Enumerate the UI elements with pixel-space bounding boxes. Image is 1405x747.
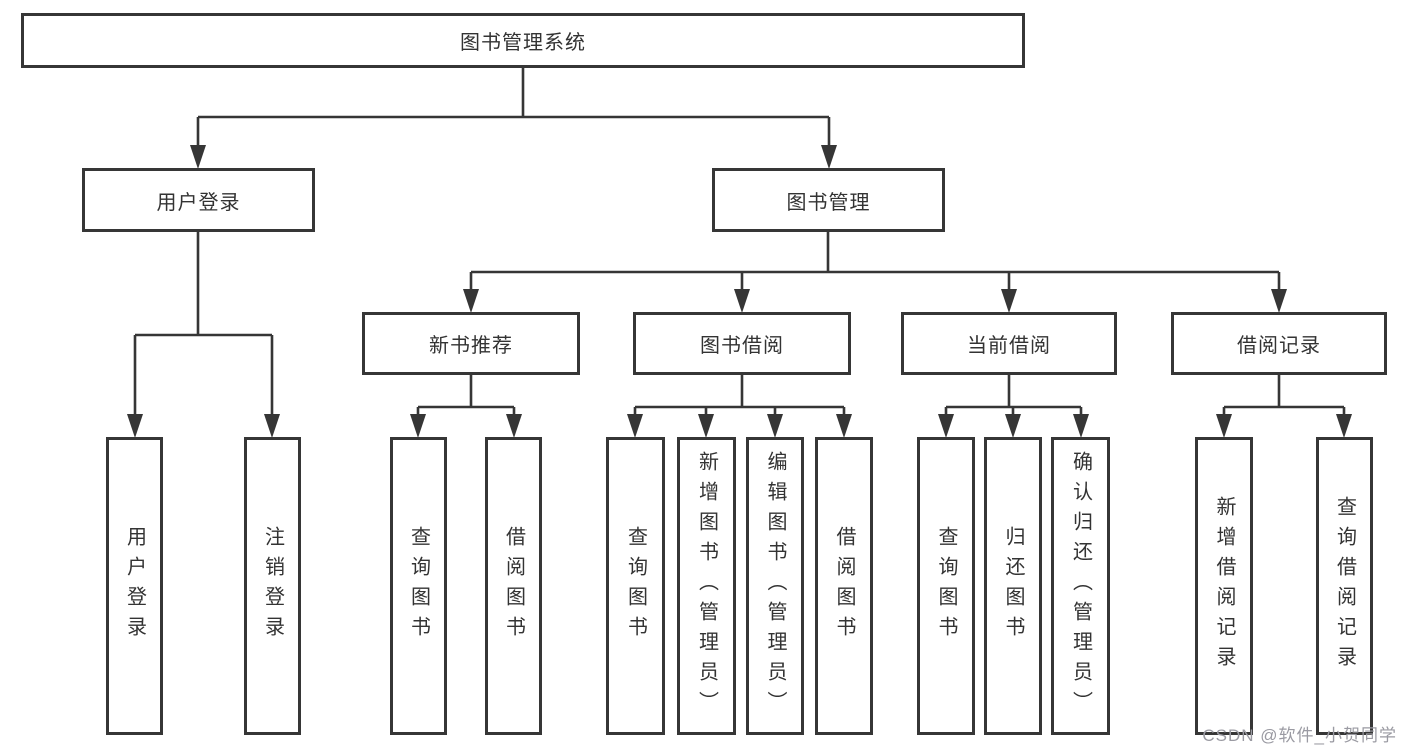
arrow-down-icon — [264, 414, 280, 438]
leaf-add-books-admin: 新增图书（管理员） — [677, 437, 736, 735]
connector-borrow-records-to-leaves — [1216, 375, 1352, 438]
connector-line — [196, 68, 831, 147]
leaf-logout: 注销登录 — [244, 437, 301, 735]
connector-root-to-level2 — [190, 68, 837, 169]
connector-current-borrow-to-leaves — [938, 375, 1089, 438]
watermark: CSDN @软件_小贺同学 — [1202, 726, 1397, 745]
arrow-down-icon — [1001, 289, 1017, 313]
leaf-label: 用户登录 — [123, 526, 146, 646]
leaf-label: 新增图书（管理员） — [695, 451, 718, 721]
connector-book-management-to-level3 — [463, 232, 1287, 313]
leaf-label: 注销登录 — [261, 526, 284, 646]
arrow-down-icon — [127, 414, 143, 438]
leaf-edit-books-admin: 编辑图书（管理员） — [746, 437, 804, 735]
leaf-label: 查询图书 — [624, 526, 647, 646]
leaf-label: 借阅图书 — [502, 526, 525, 646]
node-library-system-root: 图书管理系统 — [21, 13, 1025, 68]
node-label: 图书管理系统 — [460, 32, 586, 54]
arrow-down-icon — [734, 289, 750, 313]
leaf-recommend-query-books: 查询图书 — [390, 437, 447, 735]
arrow-down-icon — [410, 414, 426, 438]
arrow-down-icon — [1336, 414, 1352, 438]
connector-line — [1222, 375, 1346, 416]
leaf-label: 归还图书 — [1002, 526, 1024, 646]
node-book-borrow: 图书借阅 — [633, 312, 851, 375]
leaf-label: 确认归还（管理员） — [1069, 451, 1092, 721]
arrow-down-icon — [1005, 414, 1021, 438]
arrow-down-icon — [767, 414, 783, 438]
node-label: 图书管理 — [786, 191, 871, 214]
arrow-down-icon — [463, 289, 479, 313]
arrow-down-icon — [627, 414, 643, 438]
leaf-label: 新增借阅记录 — [1213, 496, 1235, 676]
arrow-down-icon — [1271, 289, 1287, 313]
leaf-query-borrow-record: 查询借阅记录 — [1316, 437, 1373, 735]
node-book-management: 图书管理 — [712, 168, 945, 232]
node-borrow-records: 借阅记录 — [1171, 312, 1387, 375]
connector-book-borrow-to-leaves — [627, 375, 852, 438]
connector-line — [469, 232, 1281, 291]
leaf-borrow-borrow-books: 借阅图书 — [815, 437, 873, 735]
node-label: 新书推荐 — [429, 335, 513, 357]
leaf-label: 查询借阅记录 — [1333, 496, 1356, 676]
arrow-down-icon — [821, 145, 837, 169]
leaf-borrow-query-books: 查询图书 — [606, 437, 665, 735]
connector-line — [944, 375, 1083, 416]
node-label: 借阅记录 — [1237, 335, 1321, 357]
leaf-recommend-borrow-books: 借阅图书 — [485, 437, 542, 735]
connector-line — [133, 232, 274, 416]
node-label: 当前借阅 — [967, 335, 1051, 357]
node-label: 图书借阅 — [700, 335, 784, 357]
leaf-user-login: 用户登录 — [106, 437, 163, 735]
connector-new-book-recommend-to-leaves — [410, 375, 522, 438]
connector-line — [633, 375, 846, 416]
leaf-label: 借阅图书 — [833, 526, 855, 646]
connector-line — [416, 375, 516, 416]
leaf-add-borrow-record: 新增借阅记录 — [1195, 437, 1253, 735]
leaf-label: 查询图书 — [935, 526, 957, 646]
connector-user-login-to-leaves — [127, 232, 280, 438]
arrow-down-icon — [1073, 414, 1089, 438]
node-new-book-recommend: 新书推荐 — [362, 312, 580, 375]
node-current-borrow: 当前借阅 — [901, 312, 1117, 375]
leaf-return-books: 归还图书 — [984, 437, 1042, 735]
leaf-label: 编辑图书（管理员） — [764, 451, 786, 721]
leaf-label: 查询图书 — [407, 526, 430, 646]
arrow-down-icon — [190, 145, 206, 169]
arrow-down-icon — [836, 414, 852, 438]
node-user-login: 用户登录 — [82, 168, 315, 232]
arrow-down-icon — [1216, 414, 1232, 438]
arrow-down-icon — [938, 414, 954, 438]
arrow-down-icon — [698, 414, 714, 438]
leaf-confirm-return-admin: 确认归还（管理员） — [1051, 437, 1110, 735]
arrow-down-icon — [506, 414, 522, 438]
leaf-current-query-books: 查询图书 — [917, 437, 975, 735]
node-label: 用户登录 — [156, 191, 241, 214]
